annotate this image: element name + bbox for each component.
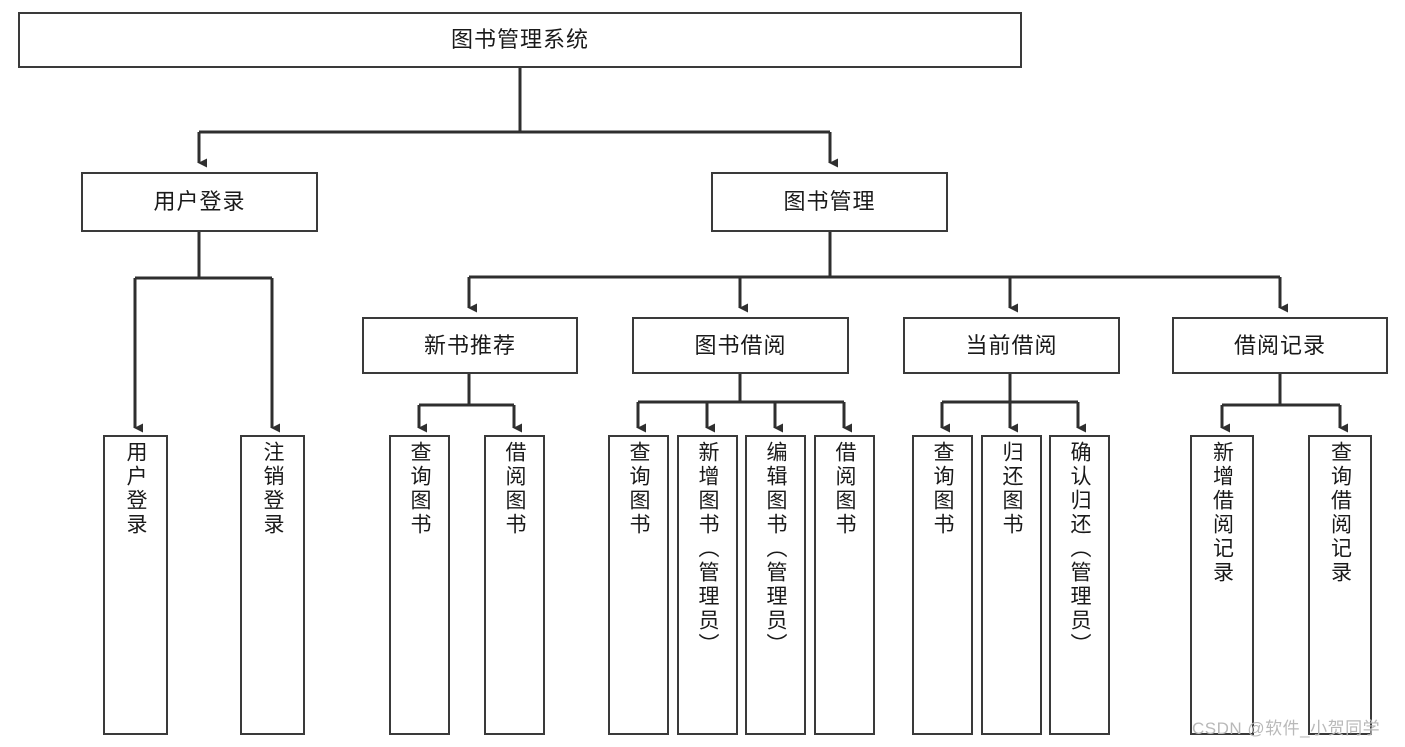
node-root-system[interactable]: 图书管理系统 [18, 12, 1022, 68]
leaf-recommend-borrow-book[interactable]: 借阅图书 [484, 435, 545, 735]
node-current-borrow[interactable]: 当前借阅 [903, 317, 1120, 374]
node-label: 新书推荐 [423, 332, 516, 358]
node-label: 当前借阅 [965, 332, 1058, 358]
node-label: 图书借阅 [694, 332, 787, 358]
node-label: 图书管理 [783, 189, 876, 215]
leaf-record-query-record[interactable]: 查询借阅记录 [1308, 435, 1372, 735]
leaf-borrow-add-book-admin[interactable]: 新增图书（管理员） [677, 435, 738, 735]
node-book-management[interactable]: 图书管理 [711, 172, 948, 232]
node-label: 注销登录 [261, 441, 284, 537]
leaf-current-query-book[interactable]: 查询图书 [912, 435, 973, 735]
node-label: 用户登录 [124, 441, 147, 537]
leaf-user-login-logout[interactable]: 注销登录 [240, 435, 305, 735]
leaf-current-return-book[interactable]: 归还图书 [981, 435, 1042, 735]
leaf-recommend-query-book[interactable]: 查询图书 [389, 435, 450, 735]
node-label: 查询图书 [408, 441, 431, 537]
node-label: 用户登录 [153, 189, 246, 215]
node-book-borrow[interactable]: 图书借阅 [632, 317, 849, 374]
node-borrow-record[interactable]: 借阅记录 [1172, 317, 1388, 374]
node-label: 归还图书 [1000, 441, 1023, 537]
node-label: 查询借阅记录 [1328, 441, 1352, 585]
node-label: 借阅图书 [503, 441, 526, 537]
leaf-record-add-record[interactable]: 新增借阅记录 [1190, 435, 1254, 735]
node-label: 查询图书 [931, 441, 954, 537]
node-label: 借阅记录 [1233, 332, 1326, 358]
node-label: 新增借阅记录 [1210, 441, 1234, 585]
leaf-borrow-borrow-book[interactable]: 借阅图书 [814, 435, 875, 735]
node-new-book-recommend[interactable]: 新书推荐 [362, 317, 578, 374]
node-label: 查询图书 [627, 441, 650, 537]
leaf-user-login-login[interactable]: 用户登录 [103, 435, 168, 735]
leaf-current-confirm-return-admin[interactable]: 确认归还（管理员） [1049, 435, 1110, 735]
node-user-login[interactable]: 用户登录 [81, 172, 318, 232]
node-label: 确认归还（管理员） [1068, 441, 1091, 657]
node-label: 新增图书（管理员） [696, 441, 719, 657]
leaf-borrow-edit-book-admin[interactable]: 编辑图书（管理员） [745, 435, 806, 735]
node-label: 借阅图书 [833, 441, 856, 537]
node-label: 编辑图书（管理员） [764, 441, 787, 657]
node-label: 图书管理系统 [450, 27, 589, 53]
leaf-borrow-query-book[interactable]: 查询图书 [608, 435, 669, 735]
